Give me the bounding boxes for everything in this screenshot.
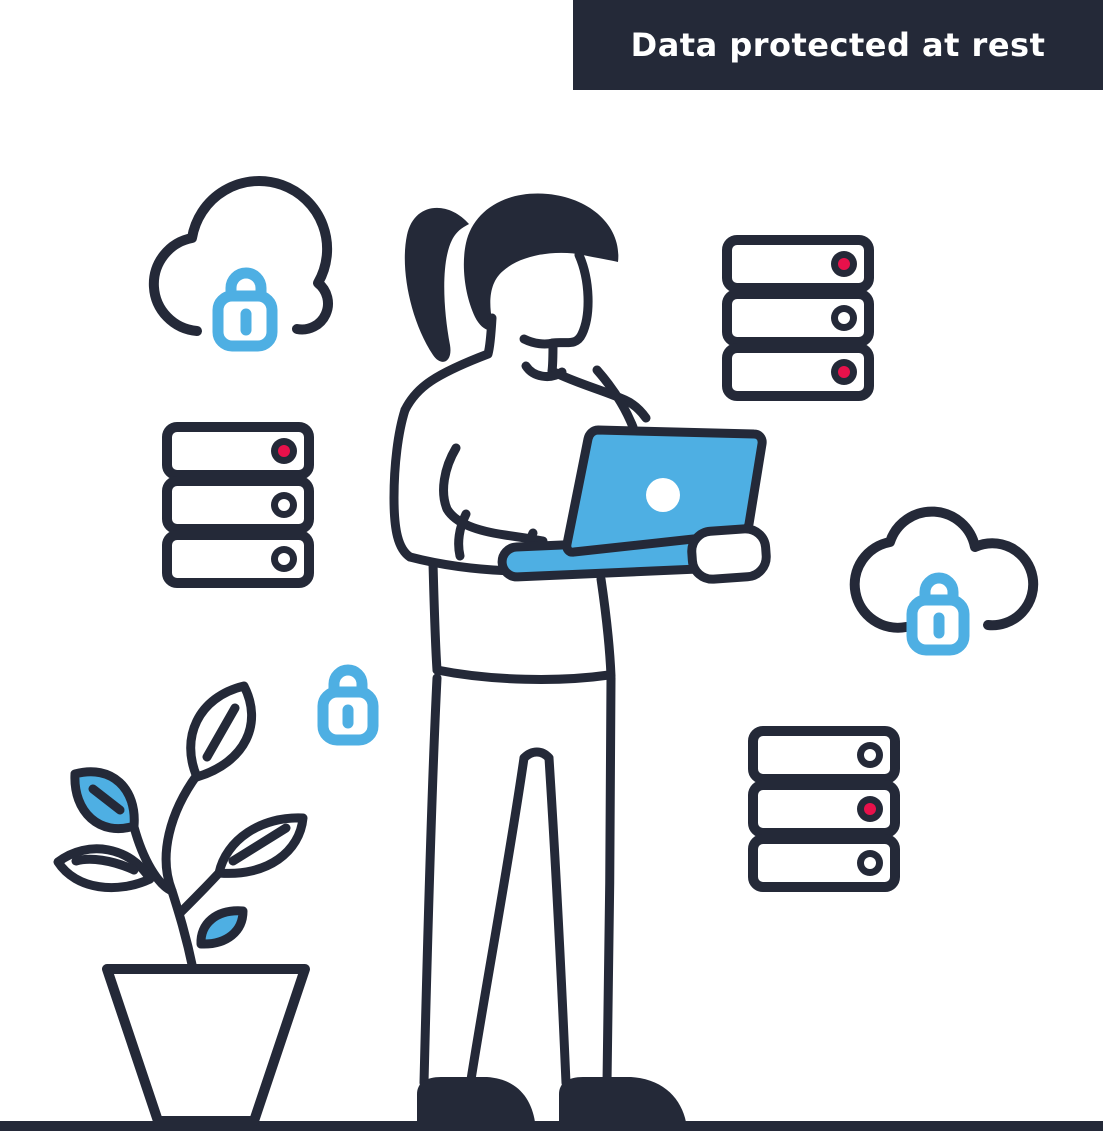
leg-line [544, 753, 571, 1088]
laptop-logo [646, 478, 680, 512]
person-illustration [389, 193, 771, 1122]
server-unit [722, 235, 874, 293]
padlock-icon [906, 572, 970, 656]
banner-label: Data protected at rest [630, 26, 1046, 64]
leaf-vein [88, 784, 125, 815]
face-outline [548, 250, 593, 348]
leg-line [465, 753, 529, 1091]
cloud-lock-top-left [148, 176, 333, 352]
hair [463, 193, 619, 330]
server-stack-left [162, 422, 314, 588]
led-indicator [864, 803, 876, 815]
led-indicator [278, 499, 290, 511]
plant-branch [176, 869, 223, 917]
led-indicator [864, 749, 876, 761]
right-hand [687, 524, 771, 584]
server-unit [748, 726, 900, 784]
crotch-seam [519, 747, 554, 763]
cloud-lock-right [849, 506, 1039, 656]
cuff-line [454, 509, 471, 561]
led-indicator [278, 553, 290, 565]
shoe [417, 1077, 535, 1122]
torso-left-arm-outline [389, 405, 415, 562]
led-indicator [838, 312, 850, 324]
head [486, 233, 594, 361]
shoe [559, 1077, 686, 1122]
plant-branch [129, 822, 177, 896]
torso-left-lower-outline [428, 558, 442, 675]
laptop-illustration [497, 425, 771, 584]
server-unit [162, 422, 314, 480]
sweater-hem [432, 665, 614, 684]
leg-line [419, 673, 442, 1088]
server-stack-top-right [722, 235, 874, 401]
plant-pot [102, 964, 310, 1126]
neck-shoulder-left [400, 313, 497, 415]
leaf-blue [196, 906, 248, 949]
leaf-vein [228, 823, 291, 866]
led-indicator [278, 445, 290, 457]
server-unit [748, 780, 900, 838]
server-unit [162, 476, 314, 534]
led-indicator [838, 366, 850, 378]
right-arm-line [592, 365, 638, 432]
padlock-icon [212, 267, 278, 352]
ponytail-hair [404, 207, 469, 362]
cloud-icon [148, 176, 333, 336]
server-unit [722, 343, 874, 401]
leaf-vein [202, 703, 240, 762]
server-stack-bottom-right [748, 726, 900, 892]
torso-right-outline [596, 574, 616, 681]
server-unit [162, 530, 314, 588]
leaf-vein [71, 854, 139, 875]
server-unit [722, 289, 874, 347]
padlock-icon [317, 664, 379, 746]
plant-stem [161, 770, 202, 974]
neck-shoulder-right [547, 338, 651, 423]
ground-line [0, 1121, 1103, 1131]
title-banner: Data protected at rest [573, 0, 1103, 90]
plant-illustration [53, 681, 310, 1126]
cloud-icon [849, 506, 1039, 633]
leg-line [602, 673, 616, 1088]
server-unit [748, 834, 900, 892]
led-indicator [864, 857, 876, 869]
led-indicator [838, 258, 850, 270]
collar-line [521, 361, 567, 382]
